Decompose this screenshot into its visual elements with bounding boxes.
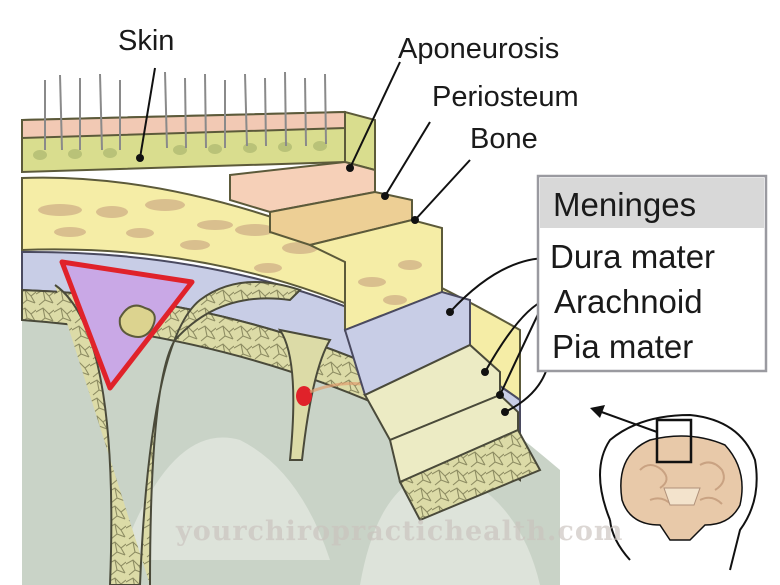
inset-arrow — [595, 409, 658, 433]
legend-header — [540, 178, 764, 228]
label-skin: Skin — [118, 25, 174, 57]
watermark: yourchiropractichealth.com — [175, 516, 623, 547]
label-arachnoid: Arachnoid — [554, 283, 703, 320]
head-inset — [590, 405, 758, 571]
label-bone: Bone — [470, 123, 538, 155]
skin-block — [21, 71, 376, 174]
arachnoid-step — [363, 343, 501, 442]
label-pia-mater: Pia mater — [552, 328, 693, 365]
inset-focus-box — [655, 418, 693, 464]
arachnoid-granulation — [118, 304, 156, 338]
label-dura-mater: Dura mater — [550, 238, 715, 275]
legend-title: Meninges — [553, 186, 696, 223]
falx-fold — [54, 281, 302, 585]
meninges-edge — [398, 428, 542, 522]
label-aponeurosis: Aponeurosis — [398, 33, 559, 65]
label-periosteum: Periosteum — [432, 81, 579, 113]
meninges-legend: Meninges Dura mater Arachnoid Pia mater — [536, 174, 768, 373]
dura-step — [343, 290, 471, 397]
blood-vessel — [296, 386, 312, 406]
pia-step — [388, 393, 519, 484]
